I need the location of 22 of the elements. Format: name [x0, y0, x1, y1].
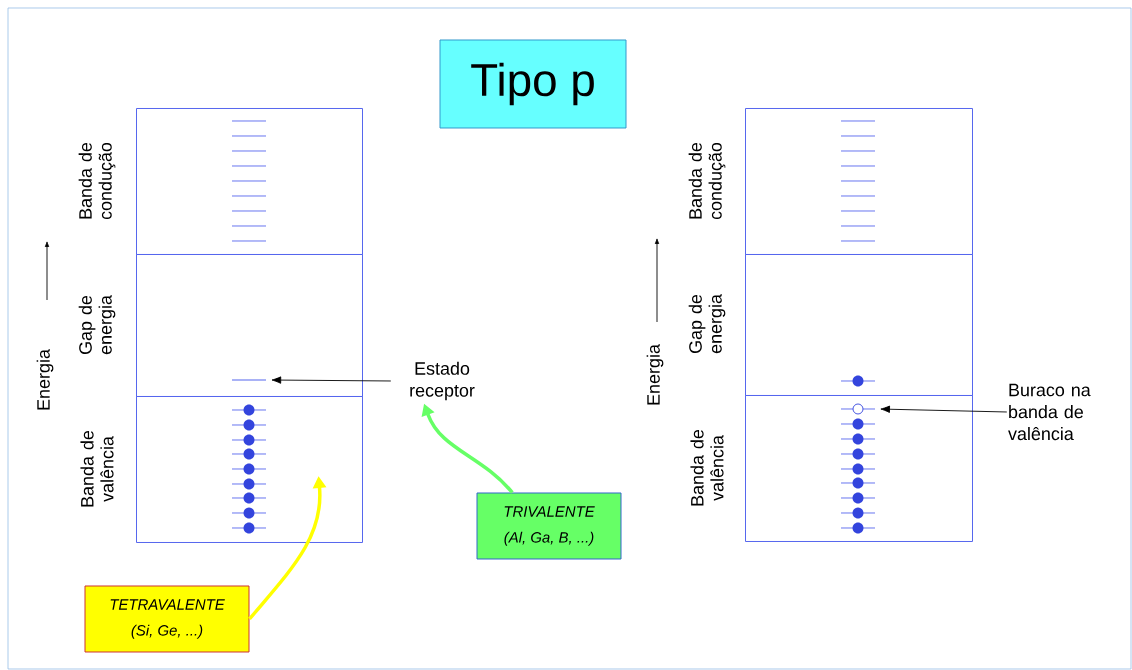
level-label: Buraco na banda de valência	[1008, 383, 1091, 441]
hole-circle	[840, 403, 876, 415]
arrow	[880, 405, 1008, 413]
band-box	[745, 395, 973, 542]
axis-label: Energia	[36, 349, 54, 410]
band-box	[136, 396, 363, 543]
note-box: TETRAVALENTE (Si, Ge, ...)	[84, 585, 250, 653]
band-box	[745, 254, 973, 396]
axis-label: Energia	[646, 344, 664, 405]
band-label: Banda de valência	[690, 429, 724, 506]
band-box	[136, 254, 363, 397]
arrow	[271, 376, 392, 384]
band-box	[136, 108, 363, 255]
band-label: Banda de valência	[80, 430, 114, 507]
title-box: Tipo p	[439, 39, 627, 129]
band-label: Banda de condução	[688, 142, 726, 220]
level-label: Estado receptor	[410, 361, 475, 401]
band-label: Banda de condução	[78, 142, 116, 220]
band-label: Gap de energia	[78, 295, 116, 355]
band-label: Gap de energia	[688, 294, 726, 354]
band-box	[745, 108, 973, 255]
note-box: TRIVALENTE (Al, Ga, B, ...)	[476, 492, 622, 560]
